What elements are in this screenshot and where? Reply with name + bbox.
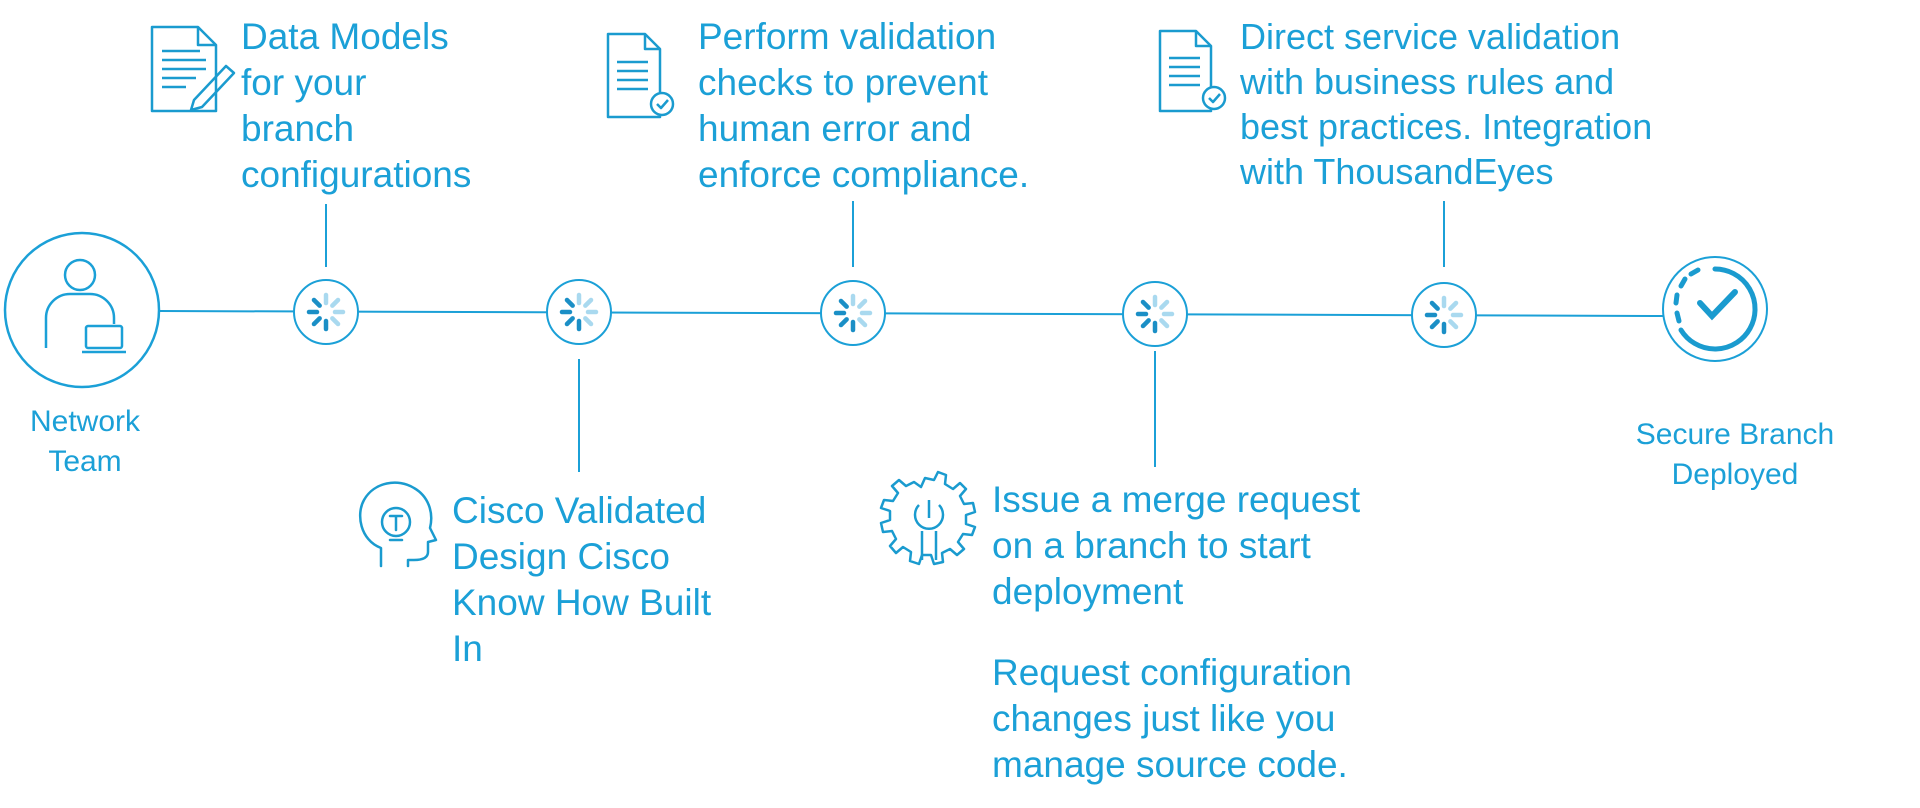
loading-spinner-icon [559,292,599,332]
secure-branch-label: Secure Branch Deployed [1610,415,1860,495]
network-team-node [3,231,161,389]
caption-line: Data Models [241,16,449,57]
caption-line: configurations [241,154,472,195]
caption-line: Direct service validation [1240,16,1621,57]
timeline-node [293,279,359,345]
network-team-label: Network Team [10,402,160,482]
step-caption: Perform validation checks to prevent hum… [698,14,1029,198]
caption-line: branch [241,108,355,149]
timeline-node [820,280,886,346]
timeline-node [1122,281,1188,347]
caption-line: Request configuration [992,652,1352,693]
caption-line: with business rules and [1240,61,1615,102]
caption-line: manage source code. [992,744,1348,785]
timeline-node [546,279,612,345]
label-line: Team [48,445,122,478]
check-circle-icon [1673,266,1758,352]
caption-line: for your [241,62,367,103]
caption-line: best practices. Integration [1240,106,1653,147]
lightbulb-head-icon [358,481,438,568]
document-check-icon [606,32,675,119]
label-line: Network [29,405,141,438]
loading-spinner-icon [1135,294,1175,334]
step-caption: Cisco Validated Design Cisco Know How Bu… [452,488,711,672]
step-caption-extra: Request configuration changes just like … [992,650,1352,788]
step-caption: Data Models for your branch configuratio… [241,14,471,198]
loading-spinner-icon [1424,295,1464,335]
secure-branch-node [1662,256,1768,362]
caption-line: Design Cisco [452,536,670,577]
caption-line: Perform validation [698,16,997,57]
caption-line: deployment [992,571,1184,612]
caption-line: In [452,628,483,669]
person-laptop-icon [44,258,126,354]
label-line: Secure Branch [1635,418,1835,451]
caption-line: Cisco Validated [452,490,707,531]
step-caption: Direct service validation with business … [1240,14,1652,194]
loading-spinner-icon [306,292,346,332]
caption-line: Issue a merge request [992,479,1361,520]
label-line: Deployed [1671,458,1799,491]
caption-line: human error and [698,108,972,149]
caption-line: checks to prevent [698,62,988,103]
step-caption: Issue a merge request on a branch to sta… [992,477,1360,615]
timeline-node [1411,282,1477,348]
loading-spinner-icon [833,293,873,333]
document-check-icon [1158,29,1227,113]
gear-wrench-icon [879,470,977,566]
caption-line: with ThousandEyes [1240,151,1554,192]
caption-line: enforce compliance. [698,154,1030,195]
caption-line: on a branch to start [992,525,1311,566]
caption-line: changes just like you [992,698,1336,739]
caption-line: Know How Built [452,582,712,623]
document-edit-icon [150,25,236,113]
